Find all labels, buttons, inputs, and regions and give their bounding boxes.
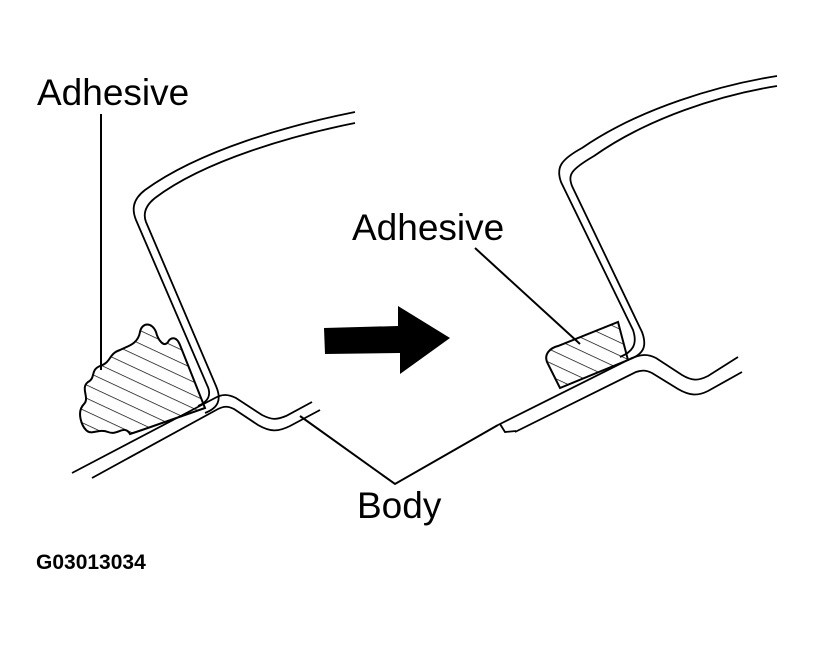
- right-adhesive-leader: [474, 247, 581, 345]
- label-adhesive-right: Adhesive: [352, 207, 505, 248]
- left-body-panel: [71, 394, 321, 479]
- arrow-right-icon: [324, 306, 450, 374]
- left-glass-panel: [132, 111, 356, 414]
- figure-code: G03013034: [36, 551, 146, 574]
- right-adhesive-bead: [545, 320, 630, 390]
- right-glass-panel: [558, 75, 778, 361]
- label-adhesive-left: Adhesive: [37, 72, 190, 113]
- left-adhesive-bead: [79, 323, 207, 436]
- body-leader-lines: [299, 415, 499, 486]
- right-body-panel: [497, 354, 743, 433]
- label-body: Body: [357, 485, 442, 526]
